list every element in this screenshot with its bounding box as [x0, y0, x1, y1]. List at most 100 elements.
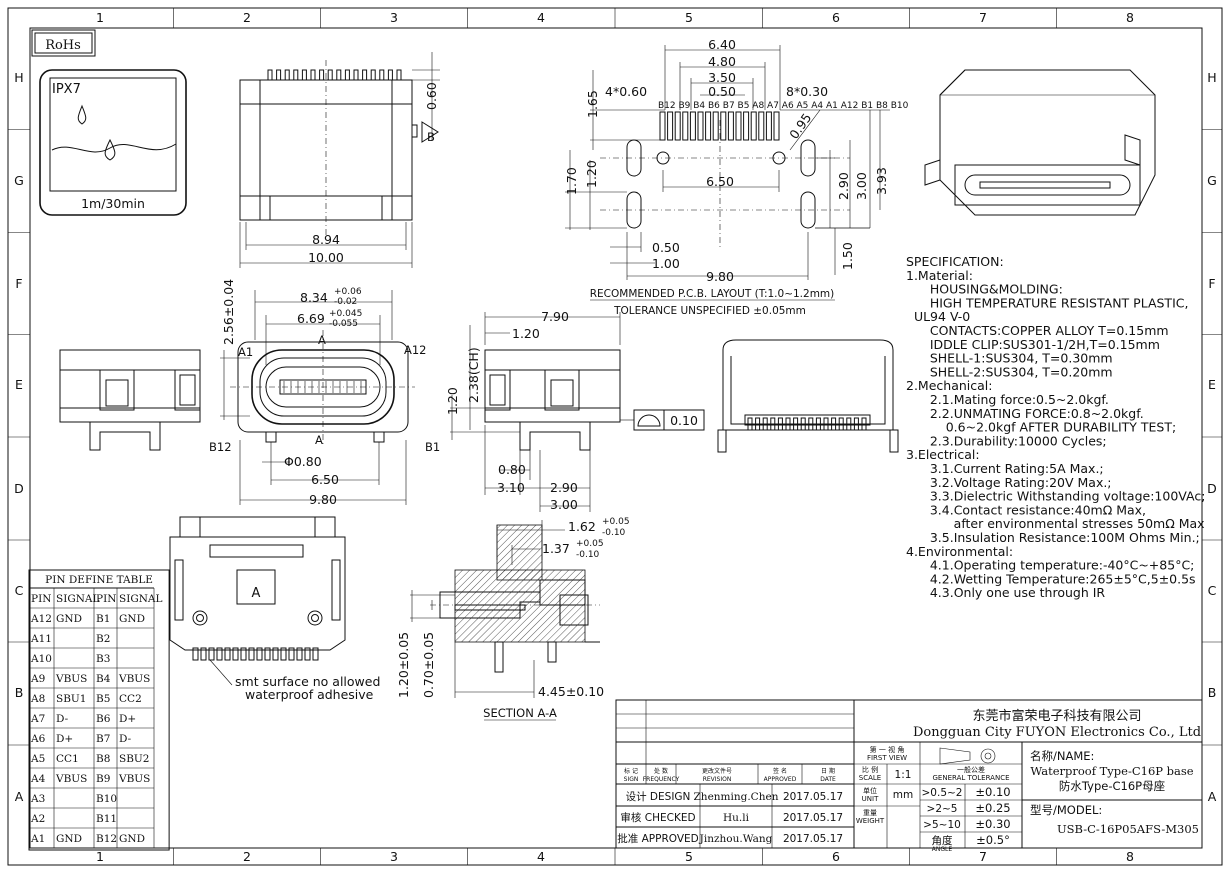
- dim-120-section: 1.20±0.05: [396, 632, 411, 698]
- pin: [293, 69, 299, 81]
- pin: [336, 69, 342, 81]
- bottom-pin: [232, 647, 239, 661]
- spec-line: 3.2.Voltage Rating:20V Max.;: [906, 475, 1112, 490]
- dim-669: 6.69: [297, 311, 325, 326]
- tolerance-value: ±0.5°: [976, 833, 1010, 847]
- tb-name: Jinzhou.Wang: [699, 833, 773, 845]
- bottom-pin: [256, 647, 263, 661]
- bottom-pin: [248, 647, 255, 661]
- pin-table-cell: B12: [96, 833, 117, 845]
- spec-line: 3.1.Current Rating:5A Max.;: [906, 461, 1104, 476]
- spec-line: after environmental stresses 50mΩ Max: [906, 516, 1205, 531]
- spec-line: 1.Material:: [906, 268, 973, 283]
- spec-line: 4.2.Wetting Temperature:265±5°C,5±0.5s: [906, 571, 1196, 586]
- grid-col-label: 7: [979, 10, 987, 25]
- pcb-pad: [773, 111, 780, 141]
- pin-table-cell: A12: [30, 613, 52, 625]
- pcb-pad: [667, 111, 674, 141]
- tb-header: 签 名: [773, 767, 787, 775]
- pin: [362, 69, 368, 81]
- pin: [387, 69, 393, 81]
- dim-1000: 10.00: [308, 250, 344, 265]
- tb-role: 审核 CHECKED: [620, 811, 695, 824]
- grid-row-label: E: [15, 377, 23, 392]
- tolerance-range: >5~10: [923, 819, 961, 831]
- dim-095: 0.95: [786, 110, 814, 141]
- pin-table-cell: VBUS: [55, 773, 87, 785]
- pin-table-cell: SBU1: [56, 693, 86, 705]
- spec-line: 4.3.Only one use through IR: [906, 585, 1105, 600]
- grid-row-label: A: [15, 789, 24, 804]
- tb-header-en: FREQUENCY: [643, 776, 680, 783]
- dim-100: 1.00: [652, 256, 680, 271]
- pin: [319, 69, 325, 81]
- rear-view: [717, 339, 899, 453]
- spec-line: 0.6~2.0kgf AFTER DURABILITY TEST;: [906, 420, 1176, 435]
- model-label: 型号/MODEL:: [1030, 803, 1102, 817]
- pin-table-cell: D+: [119, 713, 136, 725]
- pcb-layout-title: RECOMMENDED P.C.B. LAYOUT (T:1.0~1.2mm): [590, 288, 835, 300]
- tb-date: 2017.05.17: [783, 812, 843, 824]
- pin-table-cell: A10: [30, 653, 52, 665]
- rear-pin: [770, 417, 776, 431]
- grid-col-label: 2: [243, 10, 251, 25]
- company-en: Dongguan City FUYON Electronics Co., Ltd: [913, 725, 1201, 740]
- rear-pin: [800, 417, 806, 431]
- pcb-pad: [659, 111, 666, 141]
- grid-col-label: 6: [832, 10, 840, 25]
- pin-table-cell: GND: [119, 833, 145, 845]
- bottom-pin: [272, 647, 279, 661]
- tol-162-lower: -0.10: [602, 528, 626, 538]
- tol-137-lower: -0.10: [576, 550, 600, 560]
- spec-line: 3.4.Contact resistance:40mΩ Max,: [906, 502, 1146, 517]
- grid-col-label: 7: [979, 849, 987, 864]
- rear-pin: [762, 417, 768, 431]
- pin-table-cell: A1: [30, 833, 45, 845]
- grid-row-label: E: [1208, 377, 1216, 392]
- dim-120-side: 1.20: [512, 326, 540, 341]
- tolerance-value: ±0.10: [975, 785, 1010, 799]
- dim-980-front: 9.80: [309, 492, 337, 507]
- tol-834-lower: -0.02: [334, 297, 357, 307]
- rohs-mark: RoHs: [31, 29, 96, 57]
- pin: [370, 69, 376, 81]
- dim-300: 3.00: [854, 172, 869, 200]
- grid-col-label: 8: [1126, 849, 1134, 864]
- note-waterproof-adhesive: waterproof adhesive: [245, 687, 374, 702]
- spec-line: 2.1.Mating force:0.5~2.0kgf.: [906, 392, 1109, 407]
- rear-pin: [793, 417, 799, 431]
- ipx-rating: IPX7: [52, 82, 81, 97]
- pin-table-cell: A6: [30, 733, 46, 745]
- pin-table-header: SIGNAL: [119, 593, 162, 605]
- pin-b1-label: B1: [425, 440, 440, 454]
- pin: [353, 69, 359, 81]
- pcb-pads: [659, 111, 780, 141]
- dim-phi080: Φ0.80: [284, 454, 322, 469]
- dim-350: 3.50: [708, 70, 736, 85]
- pcb-pad: [727, 111, 734, 141]
- grid-row-label: G: [1207, 173, 1217, 188]
- grid-row-label: A: [1208, 789, 1217, 804]
- spec-line: SHELL-1:SUS304, T=0.30mm: [906, 351, 1113, 366]
- grid-col-label: 5: [685, 10, 693, 25]
- bottom-pin: [200, 647, 207, 661]
- grid-row-label: F: [15, 276, 22, 291]
- rear-pin: [777, 417, 783, 431]
- rear-view-pins: [747, 417, 867, 431]
- dim-640: 6.40: [708, 37, 736, 52]
- name-en: Waterproof Type-C16P base: [1030, 764, 1193, 778]
- top-view: 0.60 B 8.94 10.00: [239, 52, 440, 268]
- pin-table-cell: A8: [30, 693, 45, 705]
- weight-en: WEIGHT: [856, 817, 885, 825]
- tb-header: 更改文件号: [702, 767, 732, 775]
- grid-col-label: 1: [96, 849, 104, 864]
- pin-b12-label: B12: [209, 440, 232, 454]
- pcb-layout: 6.40 4.80 3.50 0.50 8*0.30 4*0.60 1.65 B…: [564, 37, 909, 317]
- pin: [327, 69, 333, 81]
- pin: [284, 69, 290, 81]
- dim-310: 3.10: [497, 480, 525, 495]
